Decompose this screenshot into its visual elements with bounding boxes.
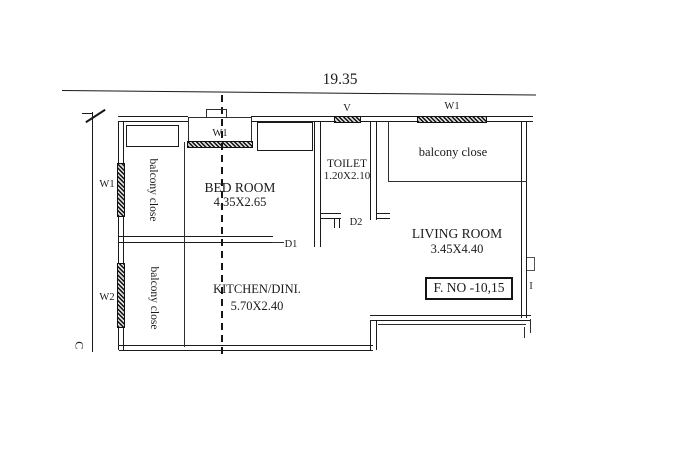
wall-top-left	[118, 116, 188, 122]
toilet-vent-hatch	[334, 116, 361, 123]
wall-recess-outer-line	[188, 117, 252, 118]
kitchen-size: 5.70X2.40	[230, 299, 284, 313]
label-window-living-top: W1	[444, 101, 460, 112]
dimension-tick-icon	[85, 108, 106, 124]
living-room-name: LIVING ROOM	[411, 226, 503, 241]
wall-toilet-right	[370, 121, 377, 220]
wall-left-b	[118, 217, 124, 263]
wall-top-mid	[251, 116, 321, 122]
wall-top-c	[486, 116, 533, 122]
flat-number-text: F. NO -10,15	[433, 280, 505, 296]
wall-bedroom-bottom	[118, 236, 273, 243]
wall-balcony-divider	[184, 142, 185, 347]
bedroom-window-hatch	[187, 141, 253, 148]
flat-number-box: F. NO -10,15	[425, 277, 513, 300]
label-door-bedroom: D1	[284, 239, 298, 250]
left-dimension-glyph: C	[72, 341, 87, 350]
wall-recess-right	[251, 117, 252, 142]
right-wall-bracket	[527, 257, 535, 271]
door-d1-step-line	[272, 242, 284, 243]
wall-recess-left	[188, 117, 189, 142]
label-window-bedroom-top: W1	[212, 128, 228, 139]
wall-left-c	[118, 328, 124, 350]
balcony-right-bottom-line	[388, 181, 527, 182]
wall-bedroom-toilet	[314, 121, 321, 247]
kitchen-name: KITCHEN/DINI.	[213, 282, 301, 296]
wall-left-a	[118, 121, 124, 163]
balcony-right-left-line	[388, 121, 389, 182]
label-vent-toilet: V	[343, 103, 351, 114]
wall-top-b	[360, 116, 418, 122]
toilet-name: TOILET	[326, 158, 368, 170]
bedroom-top-right-rect	[257, 122, 313, 151]
living-window-hatch	[417, 116, 487, 123]
wall-toilet-bottom	[320, 213, 341, 219]
notch-left-line	[206, 109, 207, 117]
label-window-left-upper: W1	[99, 179, 115, 190]
wall-kitchen-bottom	[119, 345, 373, 351]
top-dimension-line	[61, 90, 536, 96]
wall-living-bottom-outer	[370, 315, 531, 321]
living-bottom-step-1	[530, 319, 531, 333]
wall-living-bottom-left	[370, 320, 377, 350]
living-room-size: 3.45X4.40	[430, 242, 484, 256]
label-door-toilet: D2	[349, 217, 363, 228]
bedroom-name: BED ROOM	[204, 180, 276, 195]
wall-toilet-foot	[376, 213, 390, 219]
right-wall-mark: I	[529, 281, 533, 292]
balcony-top-right-label: balcony close	[418, 145, 488, 159]
left-window-w1-hatch	[117, 163, 125, 217]
balcony-top-left-label: balcony close	[147, 158, 159, 222]
wall-right	[521, 121, 527, 318]
toilet-size: 1.20X2.10	[323, 170, 371, 182]
bedroom-size: 4.35X2.65	[213, 195, 267, 209]
living-bottom-step-2	[524, 327, 525, 338]
label-window-left-lower: W2	[99, 292, 115, 303]
section-dashed-line	[221, 95, 223, 357]
wall-top-a	[320, 116, 335, 122]
balcony-bottom-left-label: balcony close	[148, 266, 160, 330]
wall-toilet-step	[334, 218, 340, 228]
dimension-tick-bar	[82, 113, 92, 114]
notch-right-line	[226, 109, 227, 117]
balcony-left-top-rect	[126, 125, 179, 147]
left-dimension-line	[92, 112, 93, 352]
top-dimension-label: 19.35	[322, 71, 358, 88]
wall-living-bottom-inner	[378, 324, 526, 325]
notch-top-line	[206, 109, 227, 110]
left-window-w2-hatch	[117, 263, 125, 328]
